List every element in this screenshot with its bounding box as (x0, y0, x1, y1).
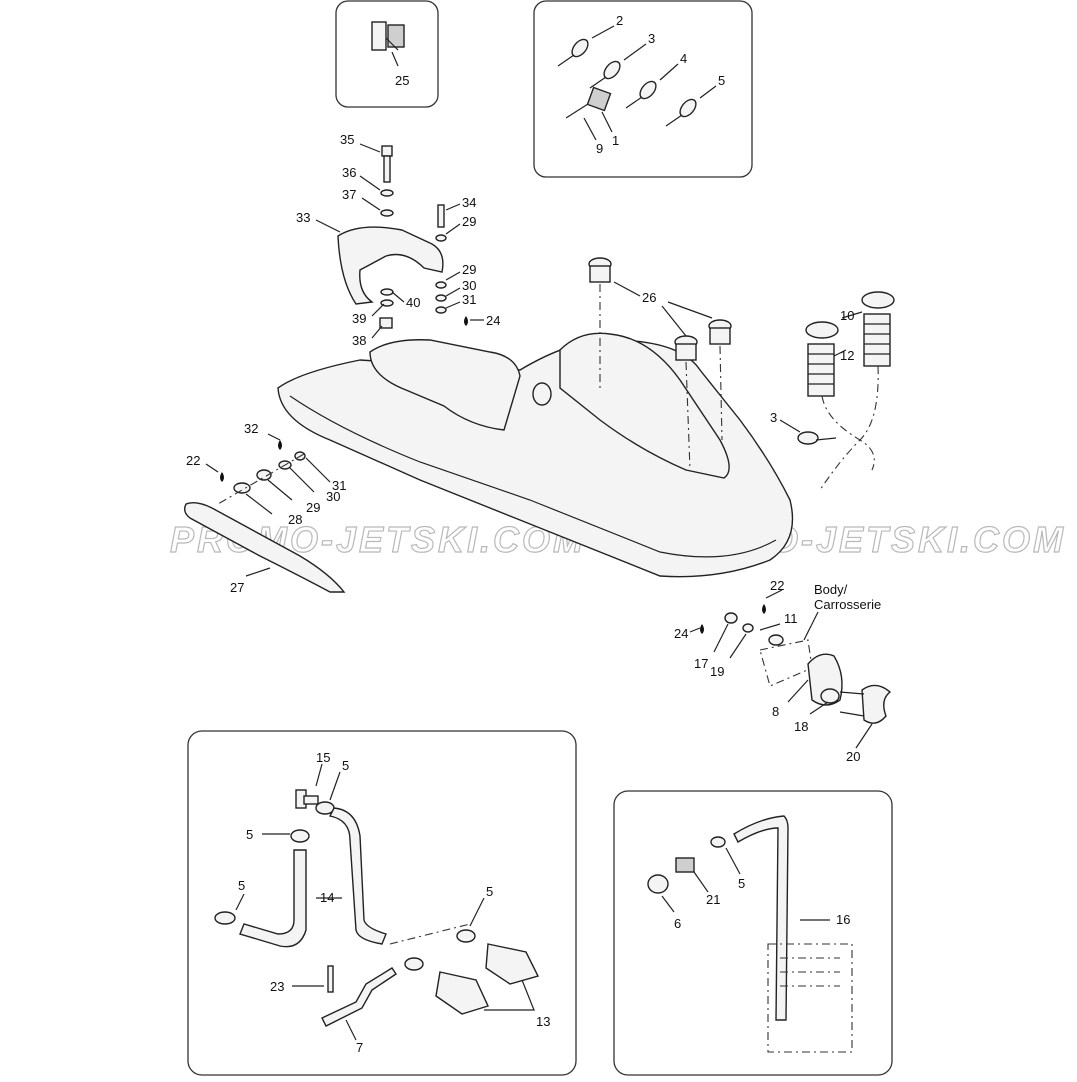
callout-5-right: 5 (486, 884, 493, 899)
grommets-26 (588, 257, 732, 361)
callout-18: 18 (794, 719, 808, 734)
callout-23: 23 (270, 979, 284, 994)
callout-10: 10 (840, 308, 854, 323)
callout-29-lower: 29 (462, 262, 476, 277)
callout-26: 26 (642, 290, 656, 305)
callout-5: 5 (718, 73, 725, 88)
callout-30-side: 30 (326, 489, 340, 504)
callout-35: 35 (340, 132, 354, 147)
callout-19: 19 (710, 664, 724, 679)
callout-29: 29 (462, 214, 476, 229)
callout-2: 2 (616, 13, 623, 28)
callout-12: 12 (840, 348, 854, 363)
detail-box-25 (335, 0, 439, 108)
callout-21: 21 (706, 892, 720, 907)
callout-28: 28 (288, 512, 302, 527)
callout-8: 8 (772, 704, 779, 719)
callout-40: 40 (406, 295, 420, 310)
hull-body (277, 332, 794, 578)
callout-39: 39 (352, 311, 366, 326)
callout-3: 3 (648, 31, 655, 46)
callout-20: 20 (846, 749, 860, 764)
callout-11: 11 (784, 611, 798, 626)
callout-24-right: 24 (674, 626, 688, 641)
callout-15: 15 (316, 750, 330, 765)
callout-14: 14 (320, 890, 334, 905)
callout-5-left: 5 (246, 827, 253, 842)
callout-4: 4 (680, 51, 687, 66)
callout-31-side: 31 (332, 478, 346, 493)
callout-22-right: 22 (770, 578, 784, 593)
callout-5-top: 5 (342, 758, 349, 773)
callout-34: 34 (462, 195, 476, 210)
side-hardware (220, 440, 306, 494)
callout-38: 38 (352, 333, 366, 348)
callout-30: 30 (462, 278, 476, 293)
callout-1: 1 (612, 133, 619, 148)
callout-33: 33 (296, 210, 310, 225)
detail-box-bilge (187, 730, 577, 1076)
callout-5-drain: 5 (738, 876, 745, 891)
callout-29-side: 29 (306, 500, 320, 515)
callout-5-lower-left: 5 (238, 878, 245, 893)
callout-13: 13 (536, 1014, 550, 1029)
body-label-line1: Body/ (814, 582, 848, 597)
callout-7: 7 (356, 1040, 363, 1055)
callout-31: 31 (462, 292, 476, 307)
callout-27: 27 (230, 580, 244, 595)
clip-25 (371, 21, 405, 51)
detail-box-drain (613, 790, 893, 1076)
body-label-line2: Carrosserie (814, 597, 881, 612)
callout-36: 36 (342, 165, 356, 180)
callout-6: 6 (674, 916, 681, 931)
callout-3-vent: 3 (770, 410, 777, 425)
bilge-system (214, 789, 540, 1027)
grab-handle-assembly (337, 145, 447, 329)
tie-wrap-3 (797, 431, 819, 445)
drain-assembly (647, 815, 853, 1053)
callout-17: 17 (694, 656, 708, 671)
callout-37: 37 (342, 187, 356, 202)
sealant-drop-icon (464, 316, 468, 326)
vent-tubes-10-12 (805, 291, 895, 397)
callout-9: 9 (596, 141, 603, 156)
callout-32: 32 (244, 421, 258, 436)
callout-25: 25 (395, 73, 409, 88)
detail-box-ties (533, 0, 753, 178)
callout-22: 22 (186, 453, 200, 468)
callout-24: 24 (486, 313, 500, 328)
callout-16: 16 (836, 912, 850, 927)
tie-wraps-top (557, 38, 697, 127)
rub-rail-27 (183, 501, 346, 593)
intake-grate-assembly (700, 604, 892, 724)
